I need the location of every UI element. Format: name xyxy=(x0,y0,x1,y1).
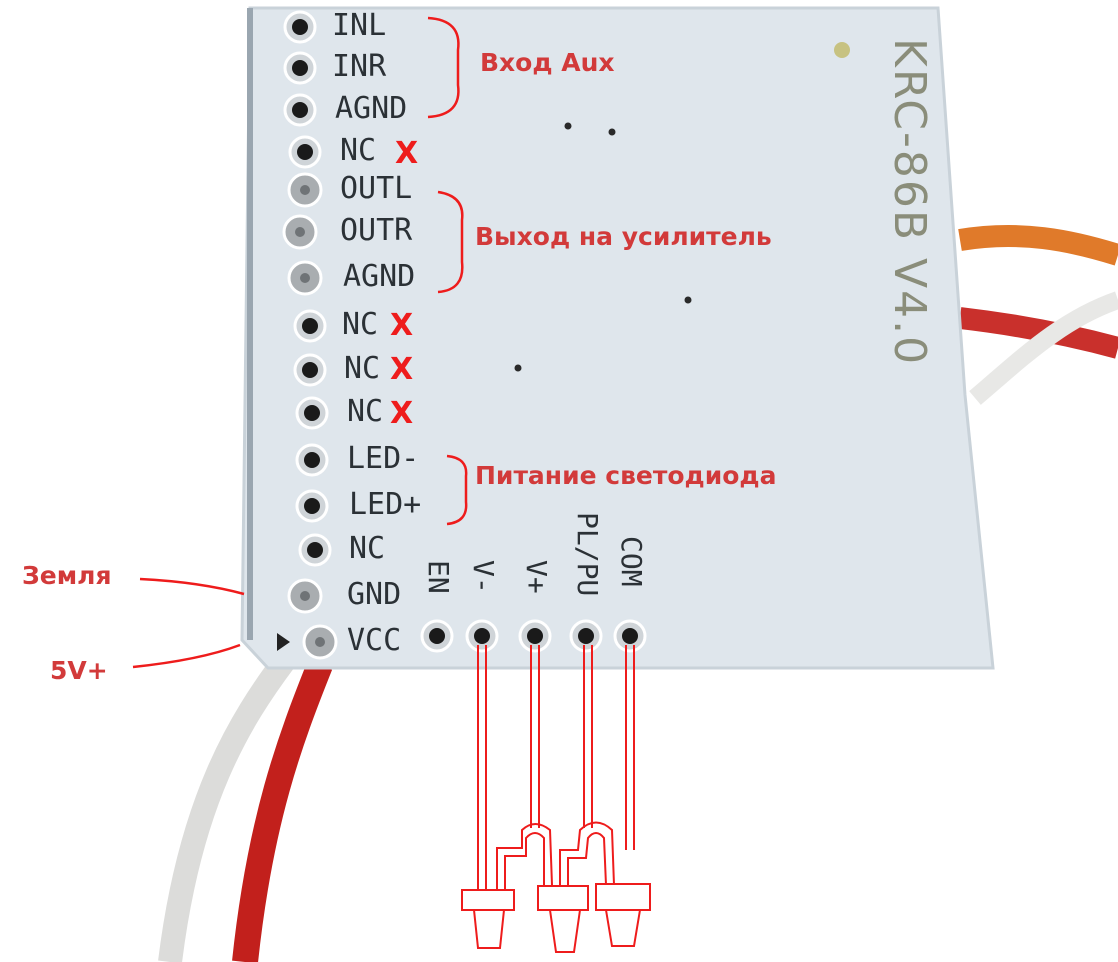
white-wire-right xyxy=(969,291,1118,405)
pin-pad-4 xyxy=(287,172,323,208)
pin-label: OUTR xyxy=(340,213,413,248)
pin-label: NC xyxy=(349,531,386,566)
pin-label: NC xyxy=(347,394,384,429)
pin-pad-3 xyxy=(288,135,322,169)
pin-pad-8 xyxy=(293,353,327,387)
amp-output-annotation: Выход на усилитель xyxy=(475,222,772,251)
bottom-pad-3 xyxy=(569,619,603,653)
pin-label: GND xyxy=(347,577,402,612)
bottom-pin-label: V- xyxy=(467,560,500,594)
pin-label: NC xyxy=(340,133,377,168)
brace-amp xyxy=(437,190,464,294)
pin-label: OUTL xyxy=(340,171,413,206)
nc-x-mark: X xyxy=(390,308,414,343)
nc-x-mark: X xyxy=(395,136,419,171)
vcc-pointer xyxy=(132,643,241,669)
red-wire-bottom xyxy=(232,660,333,962)
brace-aux xyxy=(427,16,460,119)
connector-sketch xyxy=(461,645,651,953)
bottom-pin-label: EN xyxy=(422,560,455,594)
pin-label: AGND xyxy=(335,91,408,126)
bottom-pad-0 xyxy=(420,619,454,653)
pin-label: LED- xyxy=(347,441,420,476)
bottom-pin-label: COM xyxy=(615,536,648,587)
braces xyxy=(427,16,468,526)
pin-pad-9 xyxy=(295,396,329,430)
pcb-board xyxy=(240,6,995,670)
pin-label: INL xyxy=(332,8,387,43)
pin-pad-5 xyxy=(282,214,318,250)
bottom-pad-1 xyxy=(465,619,499,653)
pin-pad-14 xyxy=(302,624,338,660)
pin-pad-6 xyxy=(287,260,323,296)
pin-label: VCC xyxy=(347,623,402,658)
ground-pointer xyxy=(139,577,245,596)
pin-label: AGND xyxy=(343,259,416,294)
pin-pad-0 xyxy=(283,10,317,44)
pin-pad-12 xyxy=(298,533,332,567)
pin-pad-11 xyxy=(295,489,329,523)
led-power-annotation: Питание светодиода xyxy=(475,461,777,490)
ground-annotation: Земля xyxy=(22,561,112,590)
bottom-pad-2 xyxy=(518,619,552,653)
fiducial-dot xyxy=(834,42,850,58)
bottom-pin-label: V+ xyxy=(520,560,553,594)
brace-led xyxy=(446,454,468,526)
pin-pad-7 xyxy=(293,309,327,343)
board-model-label: KRC-86B V4.0 xyxy=(884,38,935,367)
vias xyxy=(514,122,692,372)
nc-x-mark: X xyxy=(390,396,414,431)
bottom-pin-label: PL/PU xyxy=(571,512,604,597)
pin-pad-13 xyxy=(287,578,323,614)
nc-x-mark: X xyxy=(390,352,414,387)
pin-pad-2 xyxy=(283,93,317,127)
bottom-pad-4 xyxy=(613,619,647,653)
white-wire-bottom xyxy=(158,652,295,962)
vcc-annotation: 5V+ xyxy=(50,656,108,685)
aux-input-annotation: Вход Aux xyxy=(480,48,615,77)
pin-pad-1 xyxy=(283,51,317,85)
bottom-pads xyxy=(420,619,647,653)
vcc-marker-icon xyxy=(277,633,290,651)
pin-label: NC xyxy=(344,351,381,386)
left-pads xyxy=(282,10,338,660)
pin-label: INR xyxy=(332,49,387,84)
orange-wire xyxy=(958,225,1118,266)
pin-label: NC xyxy=(342,307,379,342)
pin-pad-10 xyxy=(295,443,329,477)
pointer-lines xyxy=(132,577,245,669)
pin-label: LED+ xyxy=(349,487,422,522)
